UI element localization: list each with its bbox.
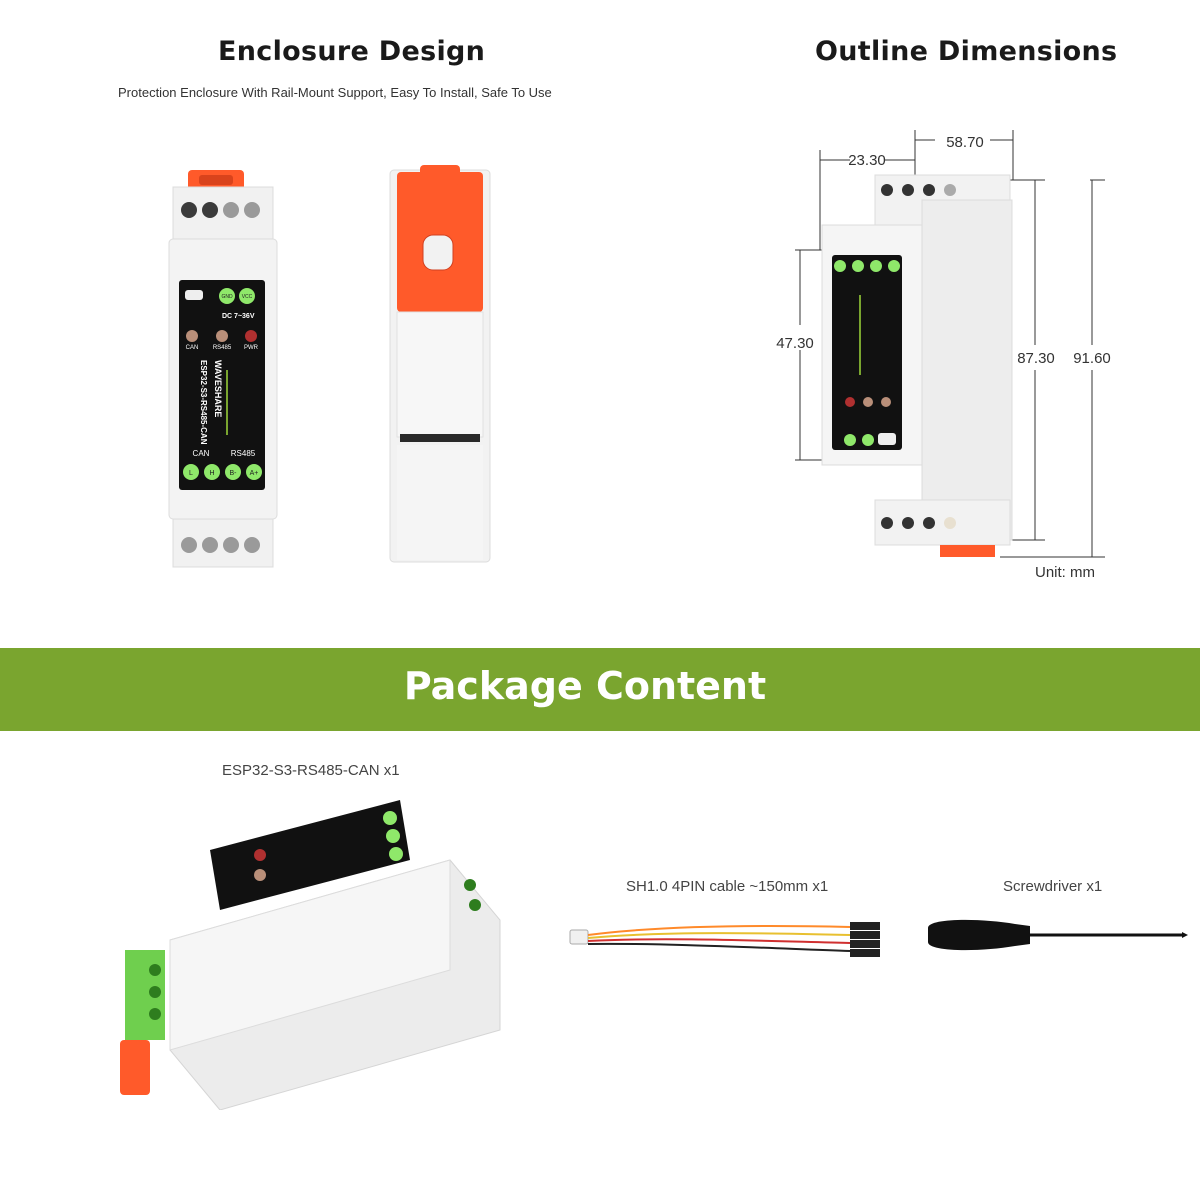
cable-image xyxy=(569,922,880,957)
dim-58-70: 58.70 xyxy=(946,134,984,151)
item-screwdriver-label: Screwdriver x1 xyxy=(1003,878,1103,895)
pin-l: L xyxy=(189,470,193,477)
led-pwr: PWR xyxy=(244,345,259,351)
device-iso-image xyxy=(120,800,501,1110)
iso-panel xyxy=(210,800,410,910)
dim-47-30: 47.30 xyxy=(776,335,814,352)
label-gnd: GND xyxy=(221,294,233,300)
panel-model: ESP32-S3-RS485-CAN xyxy=(199,360,208,445)
package-banner xyxy=(0,648,1200,731)
pin-h: H xyxy=(209,470,214,477)
device-front-view: GND VCC DC 7~36V CAN RS485 PWR WAVESHARE… xyxy=(168,170,278,568)
led-can: CAN xyxy=(186,345,199,351)
panel-brand: WAVESHARE xyxy=(213,360,223,417)
led-rs485: RS485 xyxy=(213,345,232,351)
outline-panel xyxy=(832,255,902,450)
pin-b: B- xyxy=(230,470,238,477)
enclosure-title: Enclosure Design xyxy=(218,36,486,67)
dimension-drawing: 23.30 58.70 47.30 87.30 91.60 Unit: mm xyxy=(776,130,1111,581)
group-rs485: RS485 xyxy=(231,449,256,458)
outline-title: Outline Dimensions xyxy=(815,36,1118,67)
item-cable-label: SH1.0 4PIN cable ~150mm x1 xyxy=(626,878,829,895)
screwdriver-image xyxy=(928,919,1188,951)
unit-label: Unit: mm xyxy=(1035,564,1095,581)
front-panel xyxy=(179,280,265,490)
dim-87-30: 87.30 xyxy=(1017,350,1055,367)
item-device-label: ESP32-S3-RS485-CAN x1 xyxy=(222,762,400,779)
package-title: Package Content xyxy=(403,664,767,708)
group-can: CAN xyxy=(193,449,210,458)
dim-23-30: 23.30 xyxy=(848,152,886,169)
dim-91-60: 91.60 xyxy=(1073,350,1111,367)
pin-a: A+ xyxy=(250,470,259,477)
enclosure-subtitle: Protection Enclosure With Rail-Mount Sup… xyxy=(118,85,552,100)
label-vcc: VCC xyxy=(242,294,253,300)
device-back-view xyxy=(389,165,491,563)
label-power: DC 7~36V xyxy=(222,313,255,320)
